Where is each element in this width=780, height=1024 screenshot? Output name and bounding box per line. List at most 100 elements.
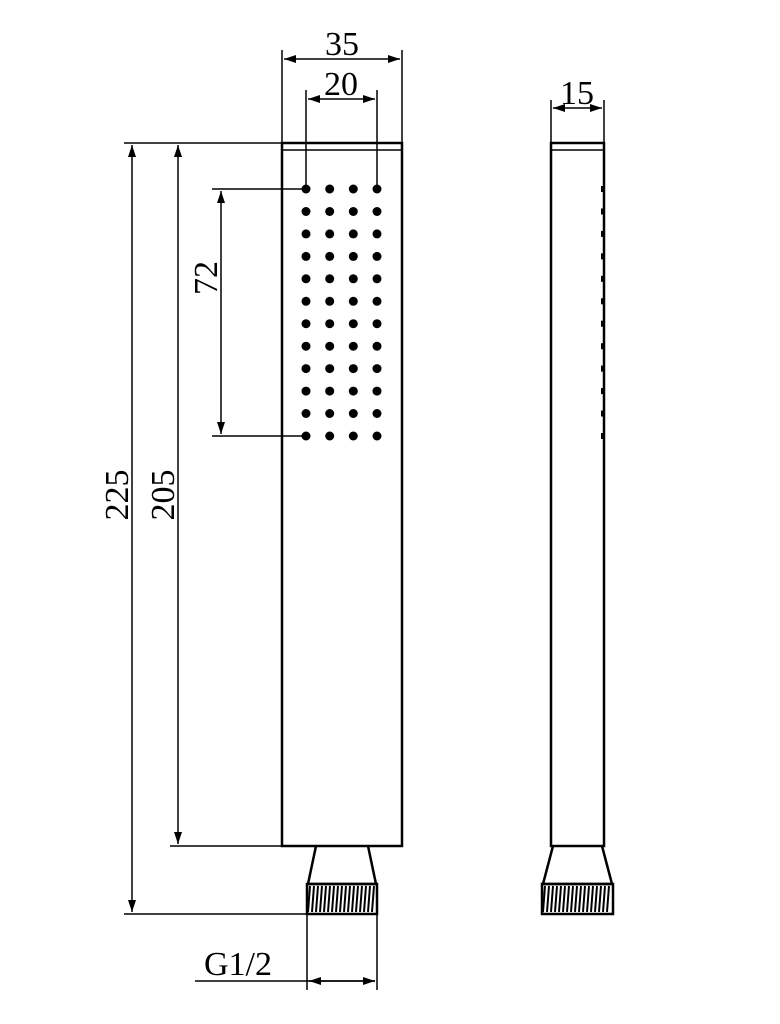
dimension-thread-label: G1/2: [204, 946, 272, 983]
thread-line: [542, 885, 546, 913]
thread-line: [566, 885, 570, 913]
thread-line: [606, 885, 610, 913]
side-nozzle-bump: [601, 365, 605, 372]
nozzle-dot: [348, 251, 358, 261]
thread-line: [359, 885, 363, 913]
thread-line: [570, 885, 574, 913]
nozzle-dot: [325, 207, 335, 216]
nozzle-dot: [372, 207, 382, 216]
thread-line: [355, 885, 359, 913]
thread-line: [339, 885, 343, 913]
side-nozzle-bump: [601, 186, 605, 192]
nozzle-dot: [372, 431, 382, 441]
nozzle-dot: [325, 296, 335, 306]
dimension-nozzle-spacing-label: 20: [324, 66, 358, 103]
dimension-thread: G1/2: [195, 914, 378, 990]
nozzle-dot: [301, 409, 311, 418]
nozzle-dot: [372, 251, 382, 261]
side-nozzle-bump: [601, 433, 605, 439]
dimension-overall-length-label: 225: [99, 470, 136, 521]
nozzle-dot: [325, 431, 335, 441]
thread-line: [327, 885, 331, 913]
nozzle-dot: [301, 319, 311, 329]
side-nozzle-bump: [601, 253, 605, 260]
front-thread-outline: [305, 882, 379, 916]
nozzle-dot: [325, 409, 335, 418]
thread-line: [343, 885, 347, 913]
thread-line: [367, 885, 371, 913]
nozzle-dot: [301, 296, 311, 306]
thread-line: [347, 885, 351, 913]
dimension-front-width: 35: [281, 26, 403, 143]
side-nozzle-bump: [601, 388, 605, 395]
nozzle-dot: [301, 386, 311, 396]
nozzle-dot: [348, 431, 358, 441]
dimension-side-depth-label: 15: [560, 75, 594, 112]
nozzle-dot: [372, 319, 382, 329]
nozzle-dot: [301, 364, 311, 374]
dimension-nozzle-spacing: 20: [305, 66, 378, 189]
nozzle-dot: [301, 251, 311, 261]
thread-line: [371, 885, 375, 913]
dimension-body-length: 205: [145, 145, 282, 847]
side-nozzle-bump: [601, 230, 605, 237]
nozzle-dot: [325, 364, 335, 374]
thread-line: [363, 885, 367, 913]
front-thread-hatching: [307, 885, 375, 913]
nozzle-dot: [348, 296, 358, 306]
dimension-front-width-label: 35: [325, 26, 359, 63]
nozzle-dot: [348, 386, 358, 396]
nozzle-dot: [372, 386, 382, 396]
nozzle-dot: [372, 409, 382, 418]
thread-line: [311, 885, 315, 913]
nozzle-dot: [301, 229, 311, 239]
thread-line: [598, 885, 602, 913]
front-handle-body: [280, 141, 404, 848]
thread-line: [586, 885, 590, 913]
thread-line: [335, 885, 339, 913]
dimension-body-length-label: 205: [145, 470, 182, 521]
side-thread-hatching: [542, 885, 610, 913]
nozzle-dot: [348, 364, 358, 374]
thread-line: [590, 885, 594, 913]
thread-line: [554, 885, 558, 913]
nozzle-dot: [372, 229, 382, 239]
thread-line: [546, 885, 550, 913]
dimension-overall-length: 225: [99, 142, 307, 915]
dimension-side-depth: 15: [550, 75, 605, 143]
nozzle-dot: [325, 274, 335, 284]
thread-line: [594, 885, 598, 913]
nozzle-dot: [325, 251, 335, 261]
nozzle-dot: [348, 184, 358, 194]
nozzle-dot: [372, 296, 382, 306]
nozzle-grid: [301, 184, 382, 441]
thread-line: [562, 885, 566, 913]
front-connector-cone: [306, 845, 378, 886]
side-thread-outline: [540, 882, 615, 916]
nozzle-dot: [325, 184, 335, 194]
side-connector-cone: [541, 845, 614, 886]
thread-line: [315, 885, 319, 913]
side-nozzle-profile: [601, 186, 605, 439]
nozzle-dot: [372, 274, 382, 284]
nozzle-dot: [325, 341, 335, 351]
thread-line: [550, 885, 554, 913]
dimension-nozzle-field: 72: [188, 188, 306, 437]
nozzle-dot: [372, 341, 382, 351]
nozzle-dot: [325, 229, 335, 239]
front-view: [280, 141, 404, 916]
nozzle-dot: [372, 364, 382, 374]
thread-line: [331, 885, 335, 913]
thread-line: [602, 885, 606, 913]
thread-line: [307, 885, 311, 913]
thread-line: [558, 885, 562, 913]
thread-line: [574, 885, 578, 913]
thread-line: [578, 885, 582, 913]
nozzle-dot: [348, 274, 358, 284]
nozzle-dot: [348, 319, 358, 329]
nozzle-dot: [348, 409, 358, 418]
thread-line: [351, 885, 355, 913]
side-nozzle-bump: [601, 320, 605, 327]
dimension-nozzle-field-label: 72: [188, 261, 225, 295]
